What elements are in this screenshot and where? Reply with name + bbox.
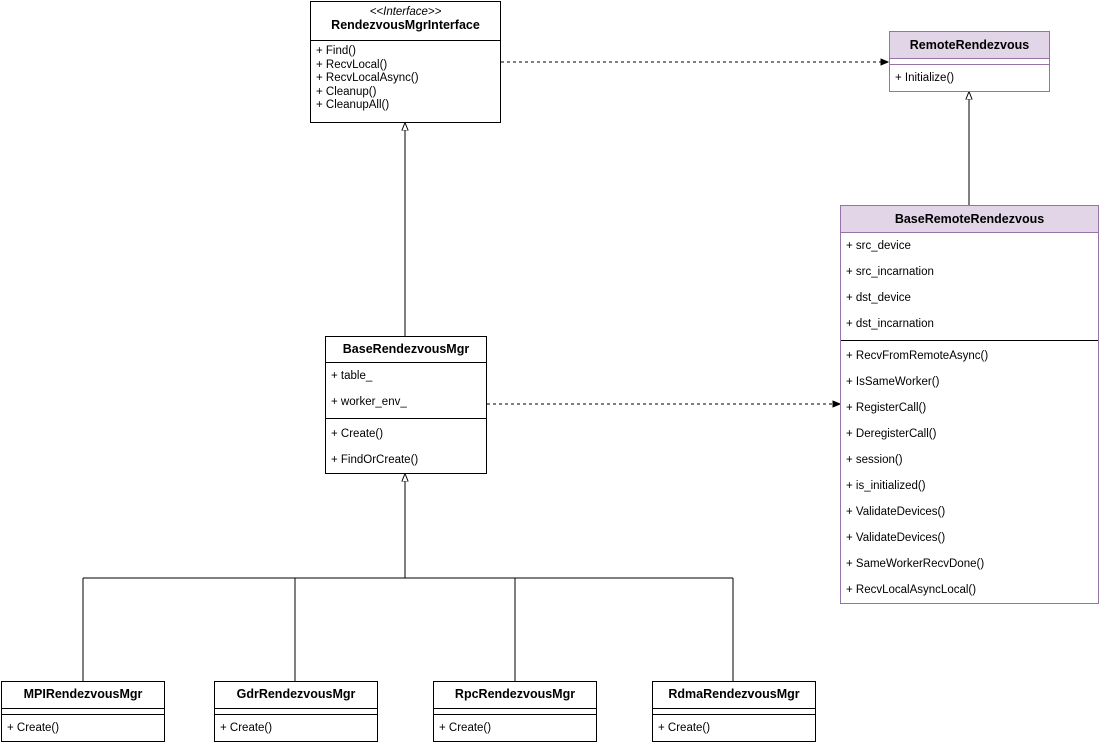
class-stereotype: <<Interface>> (369, 6, 442, 18)
method: + Create() (7, 722, 60, 734)
class-divider (653, 714, 815, 715)
class-gdr-rendezvous-mgr[interactable]: GdrRendezvousMgr + Create() (214, 681, 378, 742)
method: + ValidateDevices() (846, 506, 946, 518)
method: + SameWorkerRecvDone() (846, 558, 985, 570)
class-base-remote-rendezvous[interactable]: BaseRemoteRendezvous + src_device + src_… (840, 205, 1099, 604)
method: + Cleanup() (316, 85, 377, 98)
class-divider (841, 340, 1098, 341)
class-title: RendezvousMgrInterface (331, 18, 480, 32)
class-title: BaseRemoteRendezvous (894, 212, 1045, 226)
class-divider (215, 714, 377, 715)
class-rendezvous-mgr-interface[interactable]: <<Interface>> RendezvousMgrInterface + F… (310, 1, 501, 123)
class-mpi-rendezvous-mgr[interactable]: MPIRendezvousMgr + Create() (1, 681, 165, 742)
class-divider (311, 40, 500, 41)
class-header: GdrRendezvousMgr (215, 682, 377, 708)
field: + src_device (846, 240, 911, 252)
class-title: RemoteRendezvous (909, 38, 1030, 52)
class-title: BaseRendezvousMgr (342, 342, 470, 356)
field: + worker_env_ (331, 396, 407, 408)
method: + is_initialized() (846, 480, 926, 492)
class-title: GdrRendezvousMgr (236, 687, 356, 701)
field: + dst_device (846, 292, 911, 304)
class-header: RemoteRendezvous (890, 32, 1049, 59)
class-title: RdmaRendezvousMgr (668, 687, 800, 701)
class-methods: + Find() + RecvLocal() + RecvLocalAsync(… (311, 41, 500, 113)
method: + CleanupAll() (316, 99, 390, 112)
method: + Create() (658, 722, 711, 734)
class-header: BaseRendezvousMgr (326, 337, 486, 363)
class-header: <<Interface>> RendezvousMgrInterface (311, 2, 500, 40)
field: + src_incarnation (846, 266, 934, 278)
class-methods: + Create() (2, 715, 164, 741)
class-rdma-rendezvous-mgr[interactable]: RdmaRendezvousMgr + Create() (652, 681, 816, 742)
method: + Create() (220, 722, 273, 734)
class-fields: + src_device + src_incarnation + dst_dev… (841, 233, 1098, 337)
class-base-rendezvous-mgr[interactable]: BaseRendezvousMgr + table_ + worker_env_… (325, 336, 487, 474)
class-header: BaseRemoteRendezvous (841, 206, 1098, 233)
method: + RecvLocalAsyncLocal() (846, 584, 977, 596)
method: + session() (846, 454, 903, 466)
method: + Create() (439, 722, 492, 734)
class-divider (434, 714, 596, 715)
class-remote-rendezvous[interactable]: RemoteRendezvous + Initialize() (889, 31, 1050, 92)
class-header: RdmaRendezvousMgr (653, 682, 815, 708)
method: + Find() (316, 45, 356, 57)
method: + Create() (331, 428, 384, 440)
class-header: MPIRendezvousMgr (2, 682, 164, 708)
class-methods: + Create() (215, 715, 377, 741)
class-methods: + Create() (653, 715, 815, 741)
class-fields: + table_ + worker_env_ (326, 363, 486, 415)
method: + RecvLocalAsync() (316, 72, 419, 85)
class-title: RpcRendezvousMgr (454, 687, 576, 701)
class-methods: + RecvFromRemoteAsync() + IsSameWorker()… (841, 341, 1098, 603)
method: + FindOrCreate() (331, 454, 419, 466)
class-divider (890, 64, 1049, 65)
class-methods: + Create() (434, 715, 596, 741)
method: + RecvFromRemoteAsync() (846, 350, 989, 362)
method: + RegisterCall() (846, 402, 927, 414)
method: + ValidateDevices() (846, 532, 946, 544)
method: + RecvLocal() (316, 58, 388, 71)
method: + Initialize() (895, 72, 955, 84)
class-methods: + Initialize() (890, 65, 1049, 91)
class-rpc-rendezvous-mgr[interactable]: RpcRendezvousMgr + Create() (433, 681, 597, 742)
field: + dst_incarnation (846, 318, 934, 330)
class-methods: + Create() + FindOrCreate() (326, 419, 486, 473)
class-title: MPIRendezvousMgr (23, 687, 143, 701)
class-divider (2, 714, 164, 715)
method: + IsSameWorker() (846, 376, 940, 388)
method: + DeregisterCall() (846, 428, 937, 440)
field: + table_ (331, 370, 373, 382)
class-divider (326, 418, 486, 419)
class-header: RpcRendezvousMgr (434, 682, 596, 708)
